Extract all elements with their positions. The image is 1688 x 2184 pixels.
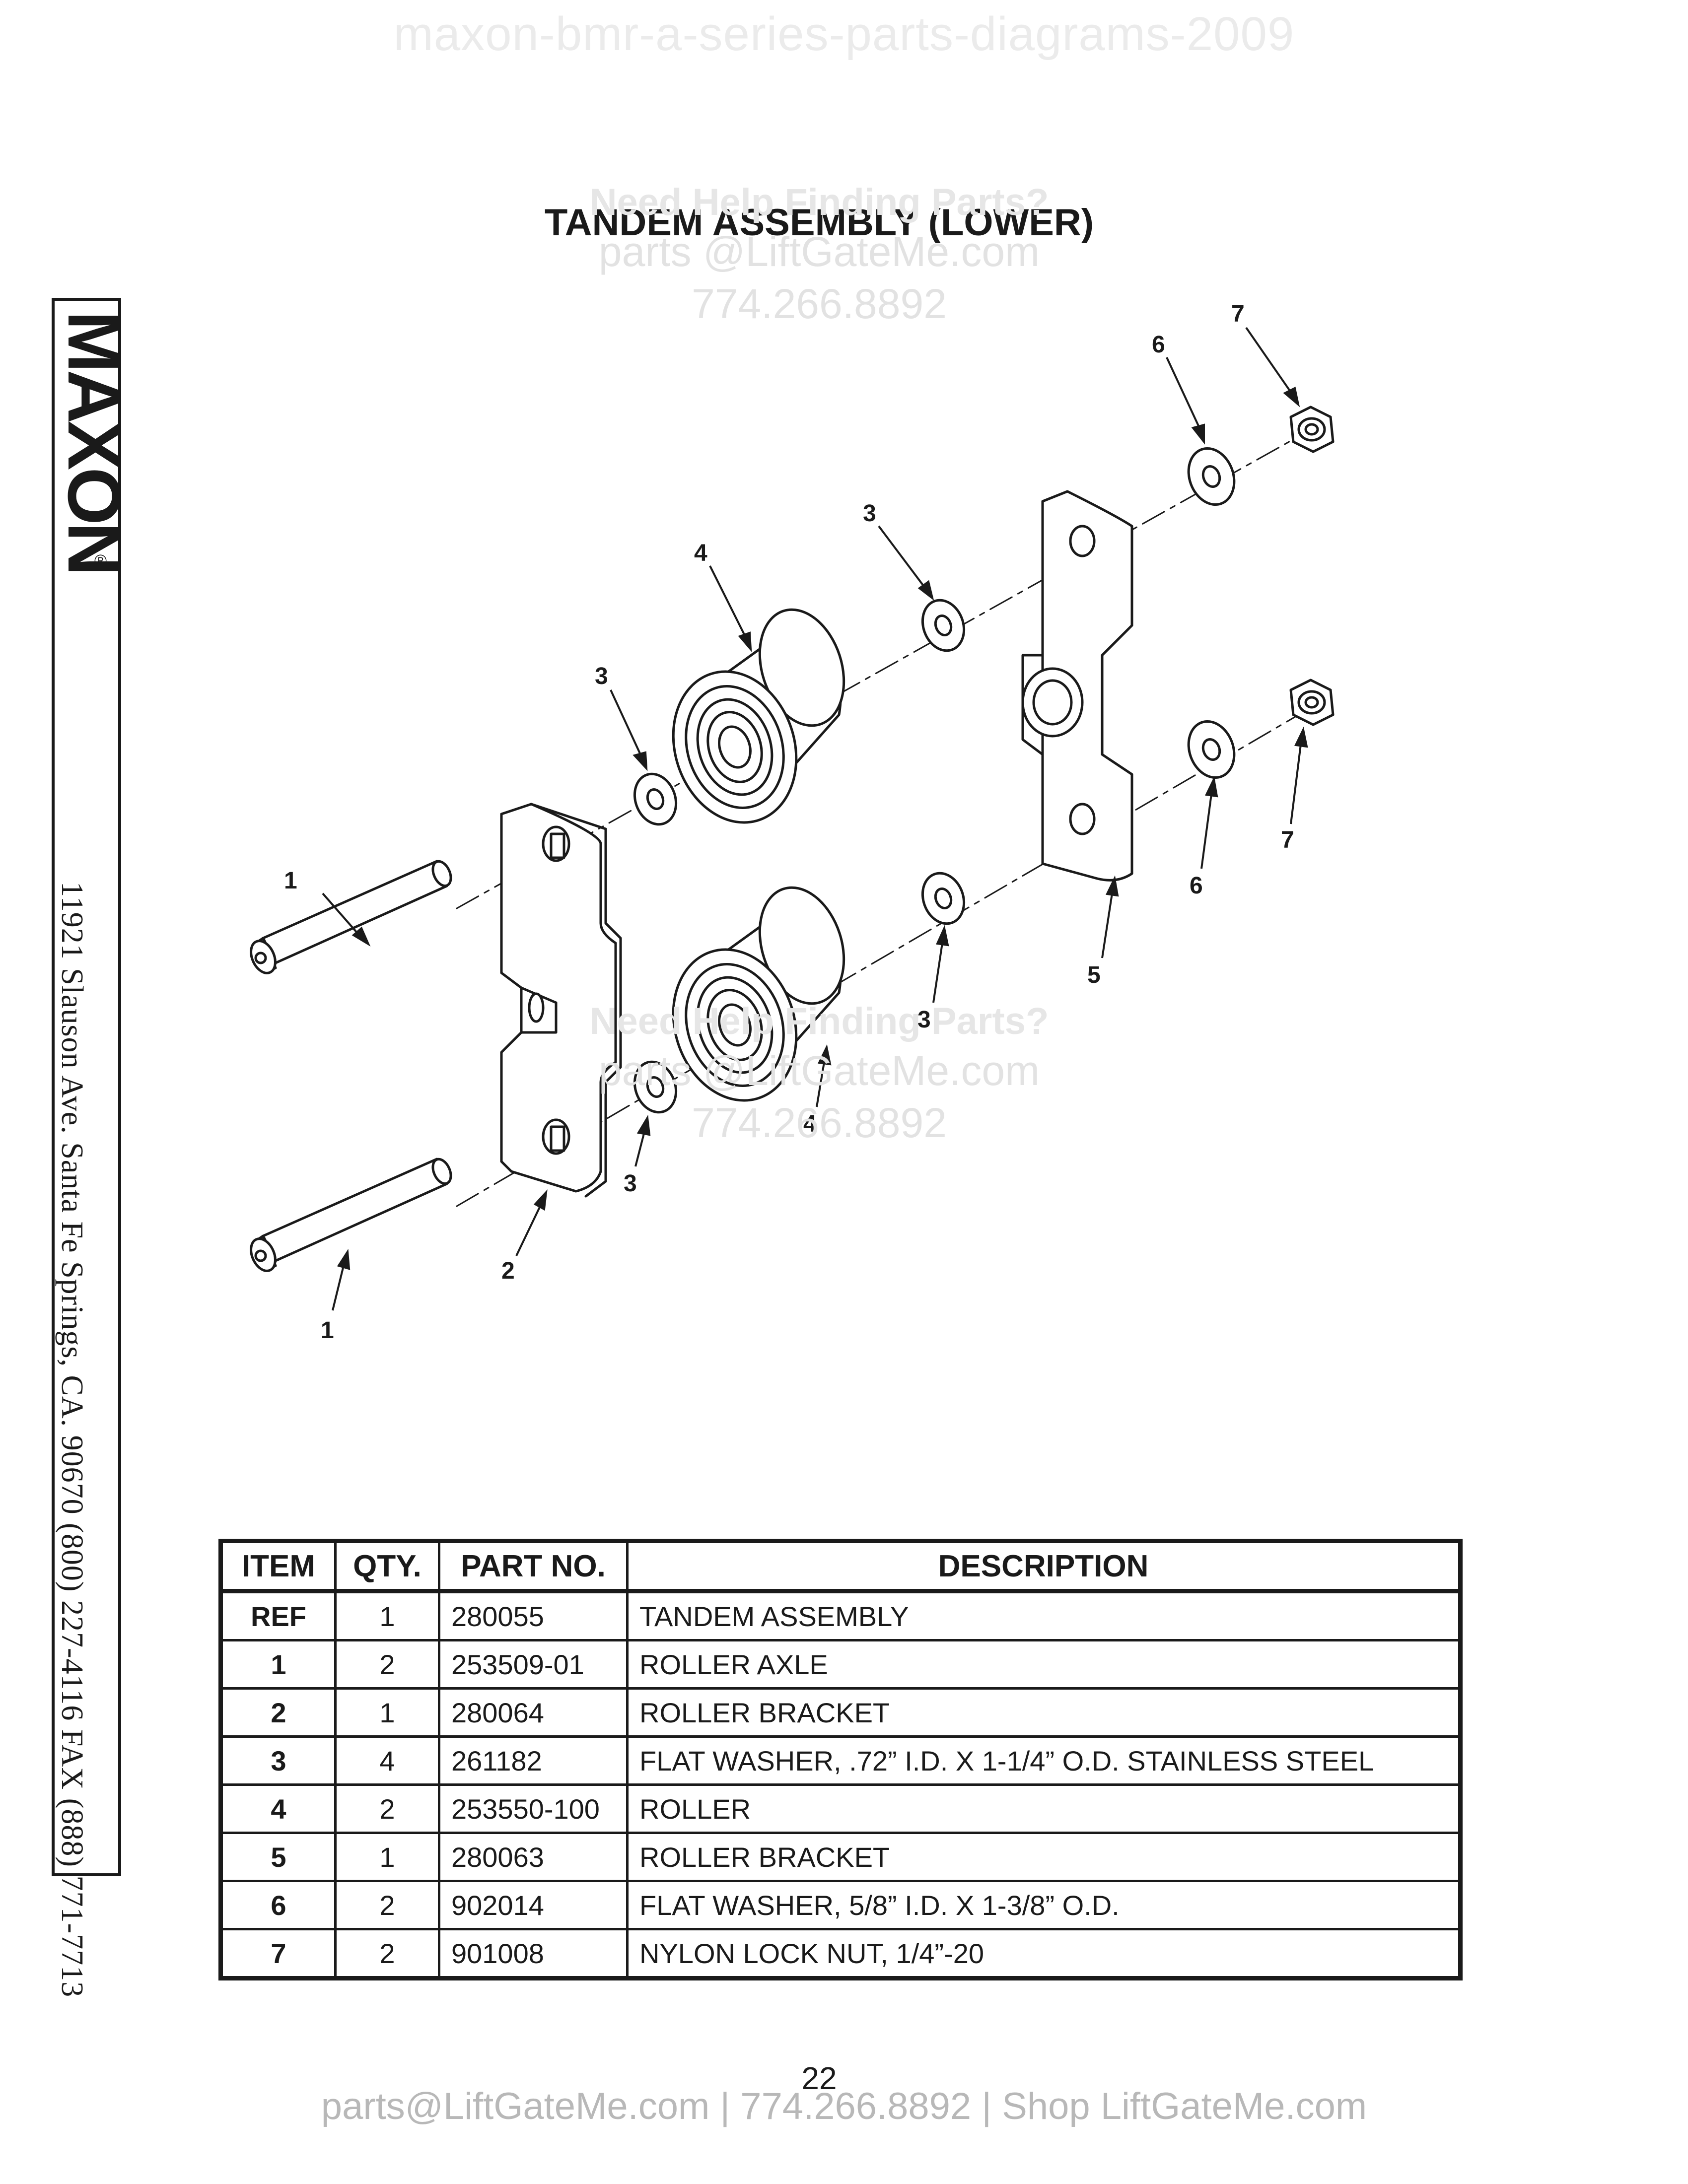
part-number-cell: 280063 (438, 1832, 629, 1882)
qty-cell: 4 (334, 1735, 440, 1786)
part-number-cell: 902014 (438, 1880, 629, 1930)
callout-label: 6 (1152, 332, 1165, 358)
top-watermark: maxon-bmr-a-series-parts-diagrams-2009 (393, 7, 1295, 61)
page-number: 22 (801, 2060, 837, 2096)
item-cell: 3 (219, 1735, 337, 1786)
part-number-cell: 261182 (438, 1735, 629, 1786)
flat-washer (633, 772, 678, 826)
roller (672, 608, 845, 824)
description-cell: FLAT WASHER, .72” I.D. X 1-1/4” O.D. STA… (626, 1735, 1462, 1786)
callout-label: 6 (1190, 873, 1203, 899)
sidebar: MAXON ® 11921 Slauson Ave. Santa Fe Spri… (52, 298, 136, 1997)
item-cell: REF (219, 1590, 337, 1641)
callout-label: 7 (1281, 827, 1294, 853)
help-watermark: Need Help Finding Parts? parts @LiftGate… (546, 998, 1092, 1149)
watermark-phone: 774.266.8892 (692, 280, 947, 327)
part-number-cell: 253509-01 (438, 1639, 629, 1690)
roller (672, 886, 845, 1102)
exploded-diagram: 7 6 3 4 3 1 7 6 5 3 4 3 2 1 (250, 301, 1335, 1344)
description-cell: ROLLER AXLE (626, 1639, 1462, 1690)
roller-axle (250, 860, 452, 974)
watermark-email: parts @LiftGateMe.com (598, 228, 1040, 275)
part-number-cell: 901008 (438, 1928, 629, 1979)
column-header: DESCRIPTION (626, 1540, 1462, 1593)
leader-lines (322, 327, 1308, 1311)
column-header: ITEM (219, 1540, 337, 1593)
watermark-heading: Need Help Finding Parts? (589, 1000, 1049, 1042)
item-cell: 5 (219, 1832, 337, 1882)
part-number-cell: 280064 (438, 1687, 629, 1738)
roller-axle (250, 1158, 452, 1272)
callout-label: 3 (595, 663, 608, 689)
callout-label: 7 (1231, 301, 1245, 327)
item-cell: 6 (219, 1880, 337, 1930)
roller-bracket-right (1021, 490, 1133, 882)
callout-label: 4 (694, 540, 707, 566)
logo-text: MAXON (59, 311, 118, 573)
callout-label: 4 (803, 1111, 817, 1137)
part-number-cell: 280055 (438, 1590, 629, 1641)
callout-label: 1 (284, 868, 297, 894)
registered-mark: ® (94, 551, 107, 570)
description-cell: TANDEM ASSEMBLY (626, 1590, 1462, 1641)
callout-label: 3 (863, 500, 876, 527)
part-number-cell: 253550-100 (438, 1783, 629, 1834)
watermark-email: parts @LiftGateMe.com (598, 1047, 1040, 1094)
flat-washer (1187, 720, 1236, 779)
qty-cell: 2 (334, 1639, 440, 1690)
description-cell: ROLLER BRACKET (626, 1687, 1462, 1738)
qty-cell: 1 (334, 1832, 440, 1882)
qty-cell: 1 (334, 1687, 440, 1738)
qty-cell: 2 (334, 1880, 440, 1930)
footer-contact: parts@LiftGateMe.com | 774.266.8892 | Sh… (321, 2085, 1367, 2127)
description-cell: ROLLER (626, 1783, 1462, 1834)
description-cell: NYLON LOCK NUT, 1/4”-20 (626, 1928, 1462, 1979)
watermark-heading: Need Help Finding Parts? (589, 181, 1049, 223)
item-cell: 7 (219, 1928, 337, 1979)
description-cell: FLAT WASHER, 5/8” I.D. X 1-3/8” O.D. (626, 1880, 1462, 1930)
callout-label: 3 (624, 1170, 637, 1197)
nylon-lock-nut (1289, 406, 1335, 453)
column-header: QTY. (334, 1540, 440, 1593)
item-cell: 1 (219, 1639, 337, 1690)
nylon-lock-nut (1289, 679, 1335, 726)
callout-label: 2 (501, 1258, 515, 1284)
item-cell: 4 (219, 1783, 337, 1834)
qty-cell: 2 (334, 1783, 440, 1834)
qty-cell: 1 (334, 1590, 440, 1641)
flat-washer (921, 872, 966, 925)
callout-label: 3 (917, 1007, 931, 1033)
table-header-row: ITEM QTY. PART NO. DESCRIPTION (219, 1540, 1462, 1593)
qty-cell: 2 (334, 1928, 440, 1979)
description-cell: ROLLER BRACKET (626, 1832, 1462, 1882)
callout-label: 5 (1087, 962, 1101, 988)
column-header: PART NO. (438, 1540, 629, 1593)
watermark-phone: 774.266.8892 (692, 1099, 947, 1146)
flat-washer (1187, 447, 1236, 506)
maxon-logo: MAXON ® (53, 311, 136, 857)
page-title: TANDEM ASSEMBLY (LOWER) (544, 202, 1094, 244)
company-address: 11921 Slauson Ave. Santa Fe Springs, CA.… (55, 882, 89, 1998)
help-watermark: Need Help Finding Parts? parts @LiftGate… (546, 179, 1092, 330)
flat-washer (633, 1060, 678, 1114)
item-cell: 2 (219, 1687, 337, 1738)
flat-washer (921, 599, 966, 652)
roller-bracket-left (500, 803, 622, 1198)
callout-label: 1 (321, 1317, 334, 1344)
